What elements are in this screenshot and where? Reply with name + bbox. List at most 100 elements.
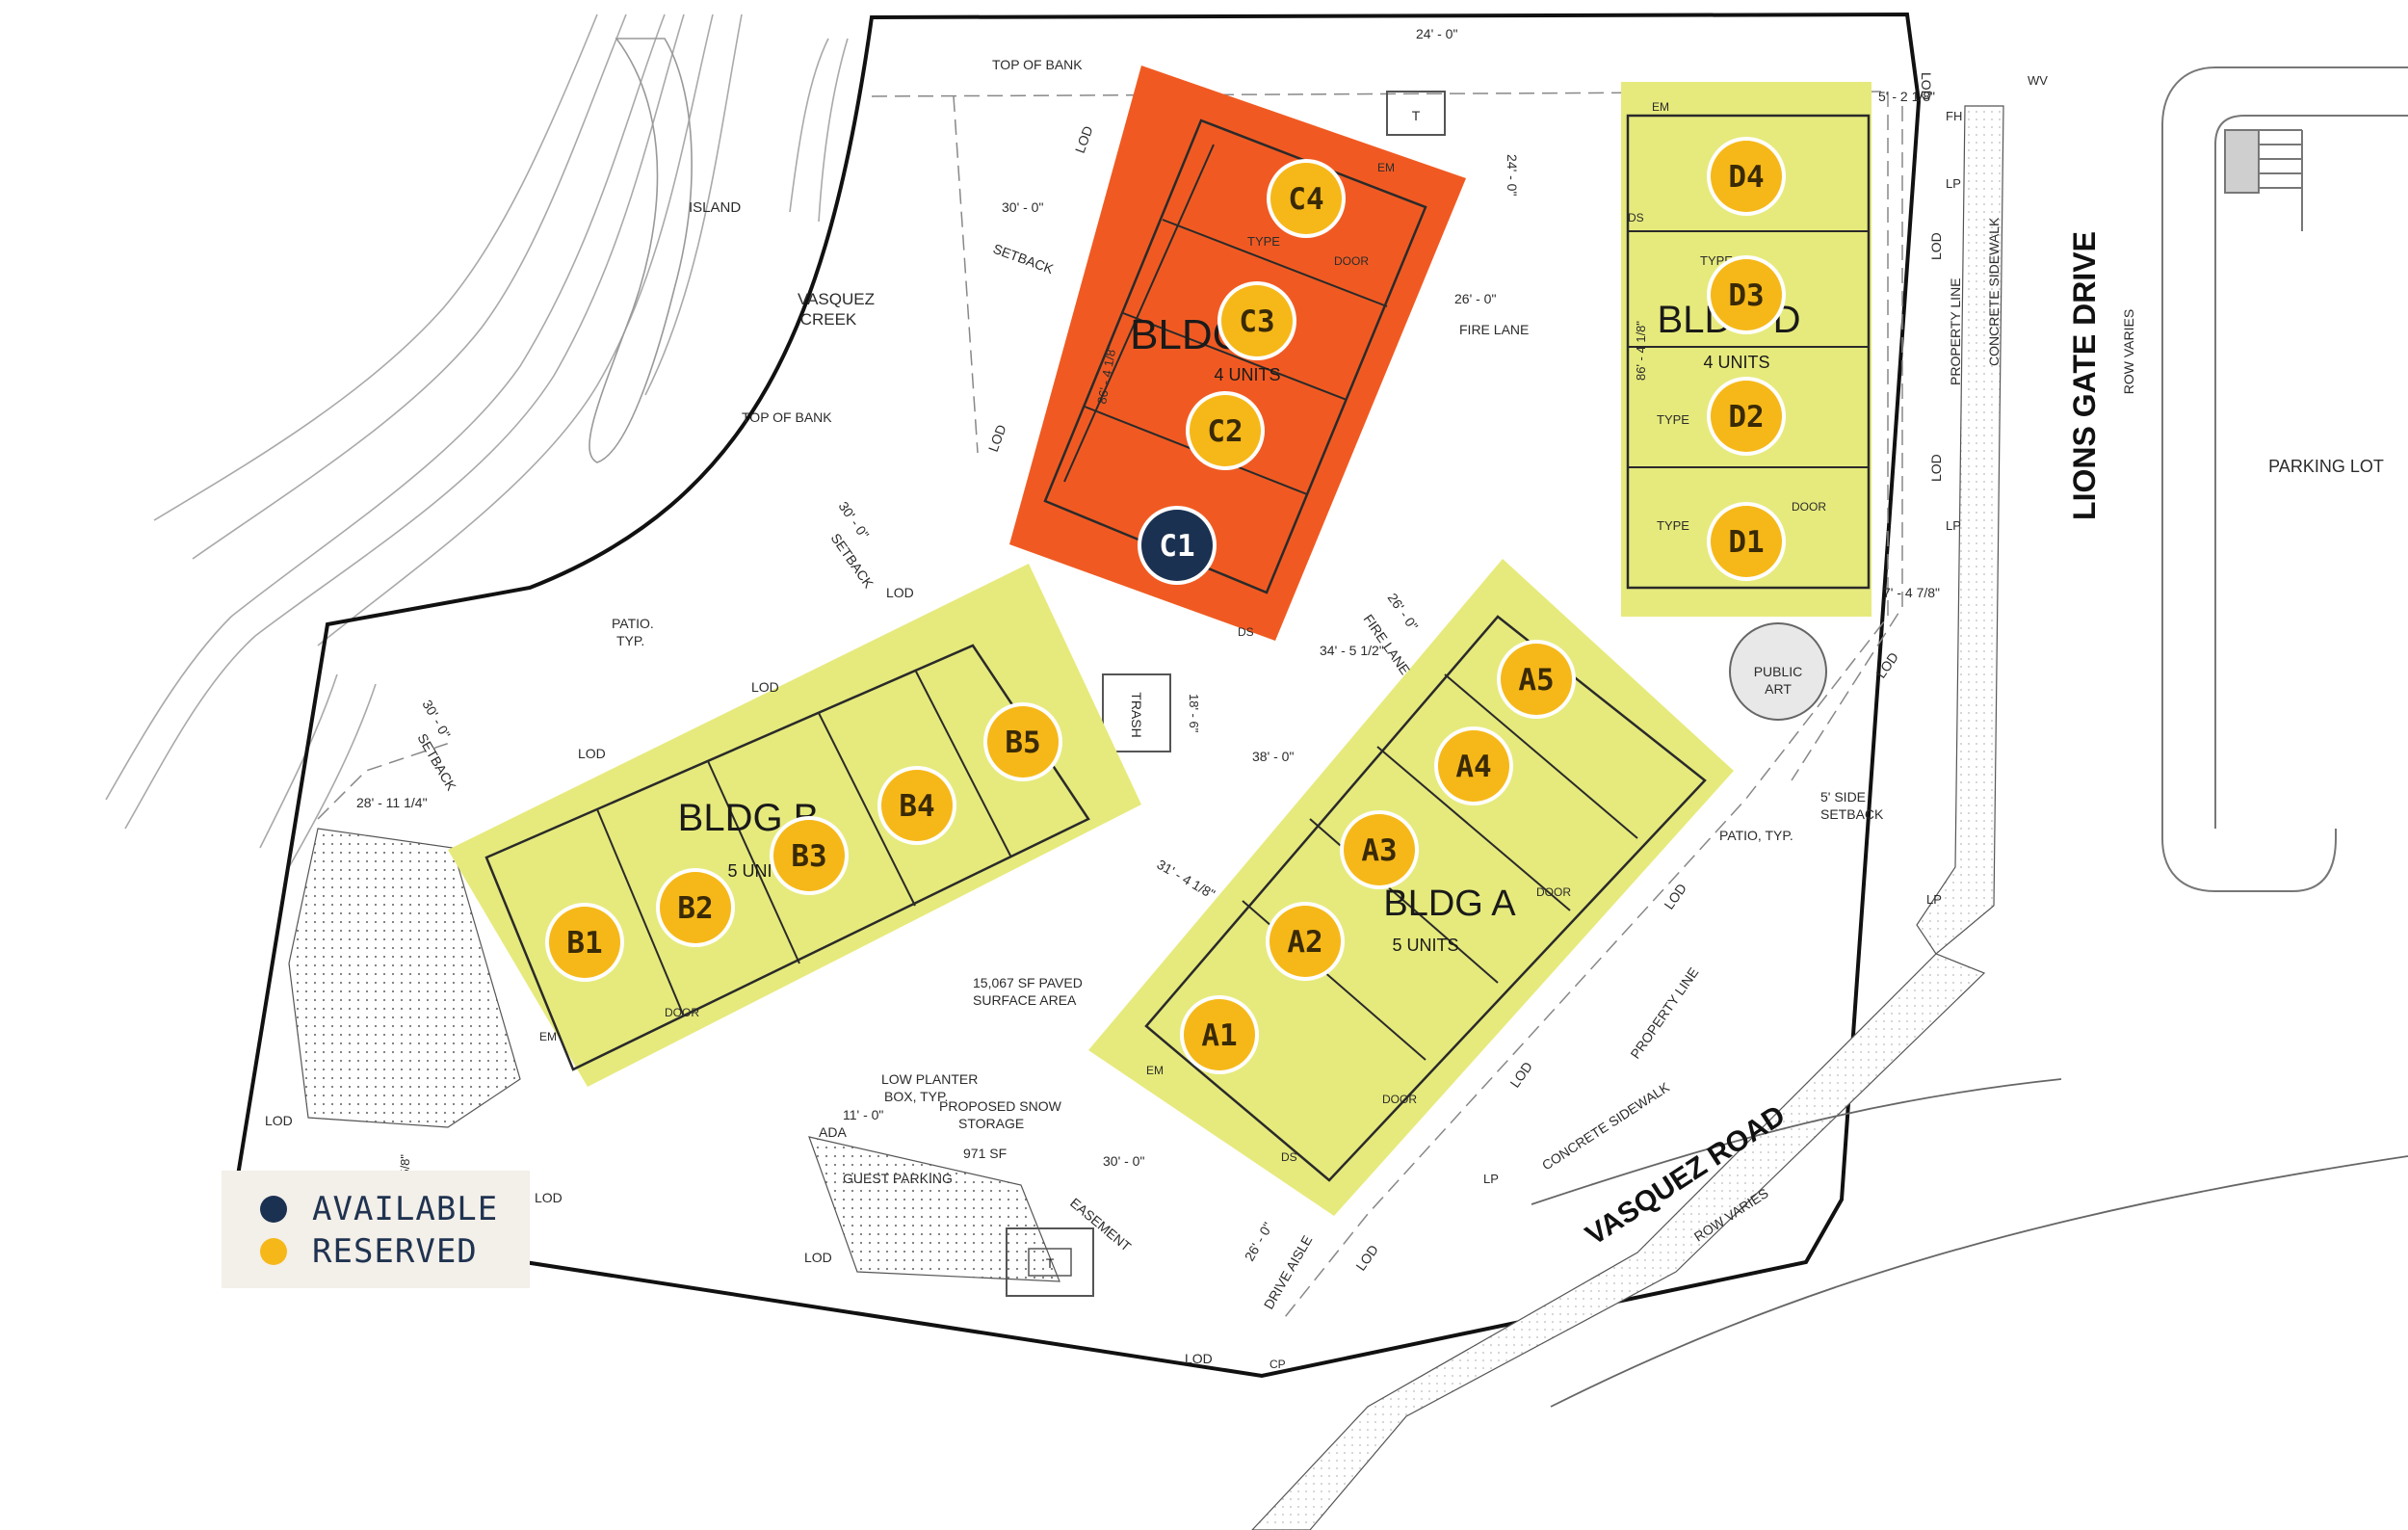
building-d-units-label: 4 UNITS (1703, 353, 1769, 372)
unit-a4[interactable]: A4 (1434, 726, 1513, 805)
unit-label: A1 (1201, 1018, 1237, 1053)
svg-text:GUEST PARKING: GUEST PARKING (843, 1171, 953, 1186)
building-a-outline (1144, 615, 1707, 1182)
svg-text:EM: EM (1377, 161, 1395, 174)
unit-status-dot (1711, 381, 1782, 452)
svg-text:FH: FH (1946, 109, 1962, 123)
unit-c4[interactable]: C4 (1267, 159, 1346, 238)
lions-gate-drive-label: LIONS GATE DRIVE (2067, 231, 2102, 520)
svg-text:BOX, TYP.: BOX, TYP. (884, 1089, 948, 1104)
unit-a1[interactable]: A1 (1180, 995, 1259, 1074)
unit-c2[interactable]: C2 (1186, 391, 1265, 470)
svg-text:ISLAND: ISLAND (689, 199, 741, 216)
unit-b1[interactable]: B1 (545, 903, 624, 982)
svg-text:EM: EM (1146, 1064, 1164, 1077)
unit-status-dot (1711, 141, 1782, 212)
building-c-outline (1043, 119, 1427, 594)
unit-b4[interactable]: B4 (877, 766, 956, 845)
svg-text:LOD: LOD (1661, 881, 1689, 912)
unit-label: D1 (1728, 525, 1764, 560)
svg-text:TOP OF BANK: TOP OF BANK (992, 57, 1083, 72)
svg-text:LOD: LOD (751, 679, 779, 695)
transformer-bottom: T (1006, 1227, 1094, 1297)
svg-text:LOD: LOD (1185, 1351, 1213, 1366)
unit-status-dot (1711, 259, 1782, 330)
unit-b3[interactable]: B3 (770, 816, 849, 895)
svg-text:LOD: LOD (1872, 649, 1901, 681)
trash-enclosure: TRASH (1102, 673, 1171, 752)
unit-d3[interactable]: D3 (1707, 255, 1786, 334)
svg-text:T: T (1046, 1255, 1055, 1271)
svg-text:34' - 5 1/2": 34' - 5 1/2" (1320, 643, 1384, 658)
svg-text:EM: EM (539, 1030, 557, 1043)
svg-text:38' - 0": 38' - 0" (1252, 749, 1294, 764)
svg-text:DOOR: DOOR (665, 1006, 699, 1019)
legend-reserved: RESERVED (260, 1230, 530, 1273)
svg-text:DOOR: DOOR (1334, 254, 1369, 268)
unit-status-dot (1221, 285, 1293, 356)
building-b-outline (484, 644, 1090, 1071)
unit-label: C1 (1159, 529, 1194, 564)
svg-text:18' - 6": 18' - 6" (1187, 694, 1201, 733)
transformer-top: T (1386, 91, 1446, 136)
unit-a2[interactable]: A2 (1266, 902, 1345, 981)
svg-text:CP: CP (1269, 1358, 1286, 1371)
svg-text:CREEK: CREEK (800, 310, 857, 329)
unit-d4[interactable]: D4 (1707, 137, 1786, 216)
svg-text:SETBACK: SETBACK (991, 241, 1057, 277)
unit-label: B5 (1005, 725, 1040, 760)
building-a-units-label: 5 UNITS (1392, 936, 1458, 955)
svg-text:30' - 0": 30' - 0" (1002, 199, 1043, 215)
unit-label: A4 (1455, 750, 1491, 784)
svg-text:EM: EM (1652, 100, 1669, 114)
unit-status-dot (1190, 395, 1261, 466)
unit-d1[interactable]: D1 (1707, 502, 1786, 581)
unit-status-dot (1184, 999, 1255, 1070)
building-c-units-label: 4 UNITS (1214, 365, 1280, 384)
unit-status-dot (881, 770, 953, 841)
legend-reserved-label: RESERVED (312, 1232, 478, 1271)
unit-status-dot (1501, 644, 1572, 715)
svg-text:SETBACK: SETBACK (1820, 806, 1884, 822)
svg-text:86' - 4 1/8": 86' - 4 1/8" (1634, 321, 1648, 381)
svg-text:PATIO, TYP.: PATIO, TYP. (1719, 828, 1793, 843)
site-boundary (228, 12, 1922, 1379)
svg-text:LP: LP (1483, 1172, 1499, 1186)
svg-text:30' - 0": 30' - 0" (1103, 1153, 1144, 1169)
unit-status-dot (660, 872, 731, 943)
svg-text:LOD: LOD (1352, 1242, 1381, 1274)
svg-text:LP: LP (1946, 518, 1961, 533)
unit-d2[interactable]: D2 (1707, 377, 1786, 456)
svg-text:FIRE LANE: FIRE LANE (1459, 322, 1529, 337)
unit-label: B1 (566, 926, 602, 961)
unit-c1[interactable]: C1 (1138, 506, 1217, 585)
svg-text:TYPE: TYPE (1247, 234, 1280, 249)
unit-a3[interactable]: A3 (1340, 810, 1419, 889)
svg-text:LP: LP (1946, 176, 1961, 191)
unit-b5[interactable]: B5 (983, 702, 1062, 781)
svg-text:PUBLIC: PUBLIC (1754, 664, 1803, 679)
unit-b2[interactable]: B2 (656, 868, 735, 947)
legend-available-label: AVAILABLE (312, 1190, 499, 1228)
svg-text:LOD: LOD (886, 585, 914, 600)
svg-text:LOD: LOD (578, 746, 606, 761)
unit-label: B3 (791, 839, 826, 874)
unit-label: A3 (1361, 833, 1397, 868)
unit-status-dot (1711, 506, 1782, 577)
unit-a5[interactable]: A5 (1497, 640, 1576, 719)
building-d-floor-divisions (1628, 230, 1869, 468)
svg-text:DOOR: DOOR (1536, 885, 1571, 899)
svg-text:DOOR: DOOR (1792, 500, 1826, 514)
svg-text:5' SIDE: 5' SIDE (1820, 789, 1866, 805)
unit-status-dot (549, 907, 620, 978)
unit-status-dot (1344, 814, 1415, 885)
unit-label: C2 (1207, 414, 1243, 449)
svg-text:LOW PLANTER: LOW PLANTER (881, 1071, 978, 1087)
vasquez-sidewalk (1251, 953, 1986, 1530)
unit-label: D4 (1728, 160, 1764, 195)
svg-text:CONCRETE SIDEWALK: CONCRETE SIDEWALK (1986, 217, 2002, 366)
svg-text:PROPOSED SNOW: PROPOSED SNOW (939, 1098, 1062, 1114)
svg-text:31' - 4 1/8": 31' - 4 1/8" (1155, 857, 1218, 902)
unit-c3[interactable]: C3 (1217, 281, 1296, 360)
